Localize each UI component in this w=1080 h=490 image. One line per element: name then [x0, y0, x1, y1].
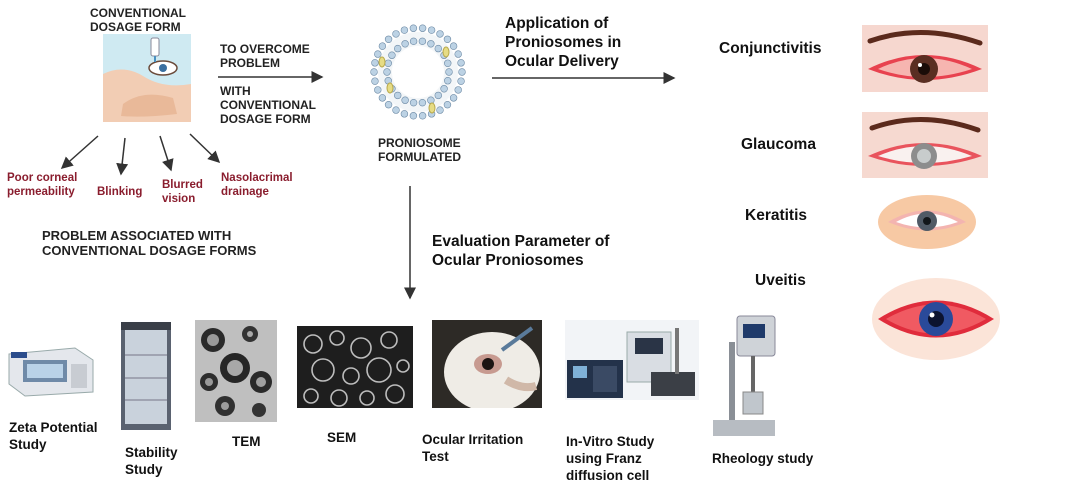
glaucoma-eye-image [862, 112, 988, 178]
disease-uveitis-label: Uveitis [755, 272, 806, 289]
with-conventional-label: WITH CONVENTIONAL DOSAGE FORM [220, 84, 316, 126]
problem-arrow-3 [159, 135, 174, 172]
application-label: Application of Proniosomes in Ocular Del… [505, 15, 622, 70]
franz-diffusion-cell-image [565, 320, 699, 400]
rheometer-image [707, 312, 779, 440]
problem-associated-label: PROBLEM ASSOCIATED WITH CONVENTIONAL DOS… [42, 228, 257, 258]
problem-arrow-2 [116, 137, 129, 176]
zeta-potential-instrument-image [5, 340, 97, 398]
caption-sem: SEM [327, 430, 357, 445]
problem-blurred-vision: Blurred vision [162, 179, 203, 205]
disease-glaucoma-label: Glaucoma [741, 136, 816, 153]
caption-ocular-irritation: Ocular Irritation Test [422, 432, 524, 464]
stability-chamber-image [117, 320, 175, 432]
tem-micrograph-image [195, 320, 277, 422]
sem-micrograph-image [297, 326, 413, 408]
proniosome-vesicle-illustration [368, 22, 468, 122]
caption-in-vitro-study: In-Vitro Study using Franz diffusion cel… [566, 434, 655, 483]
keratitis-eye-image [878, 195, 976, 250]
evaluation-label: Evaluation Parameter of Ocular Proniosom… [432, 233, 610, 269]
disease-keratitis-label: Keratitis [745, 207, 808, 224]
overcome-problem-label: TO OVERCOME PROBLEM [220, 42, 310, 70]
problem-nasolacrimal-drainage: Nasolacrimal drainage [221, 172, 293, 198]
problem-arrow-4 [189, 133, 221, 164]
problem-blinking: Blinking [97, 186, 143, 198]
disease-conjunctivitis-label: Conjunctivitis [719, 40, 822, 57]
conjunctivitis-eye-image [862, 25, 988, 92]
eye-drop-illustration [103, 34, 191, 122]
caption-zeta-potential: Zeta Potential Study [9, 420, 98, 452]
problem-poor-corneal-permeability: Poor corneal permeability [7, 172, 78, 198]
proniosome-formulated-label: PRONIOSOME FORMULATED [378, 136, 462, 164]
ocular-irritation-test-image [432, 320, 542, 408]
conventional-dosage-label: CONVENTIONAL DOSAGE FORM [90, 6, 186, 34]
uveitis-eye-image [872, 278, 1000, 360]
caption-tem: TEM [232, 434, 261, 449]
problem-arrow-1 [60, 135, 99, 169]
caption-rheology-study: Rheology study [712, 451, 814, 466]
caption-stability-study: Stability Study [125, 445, 178, 477]
